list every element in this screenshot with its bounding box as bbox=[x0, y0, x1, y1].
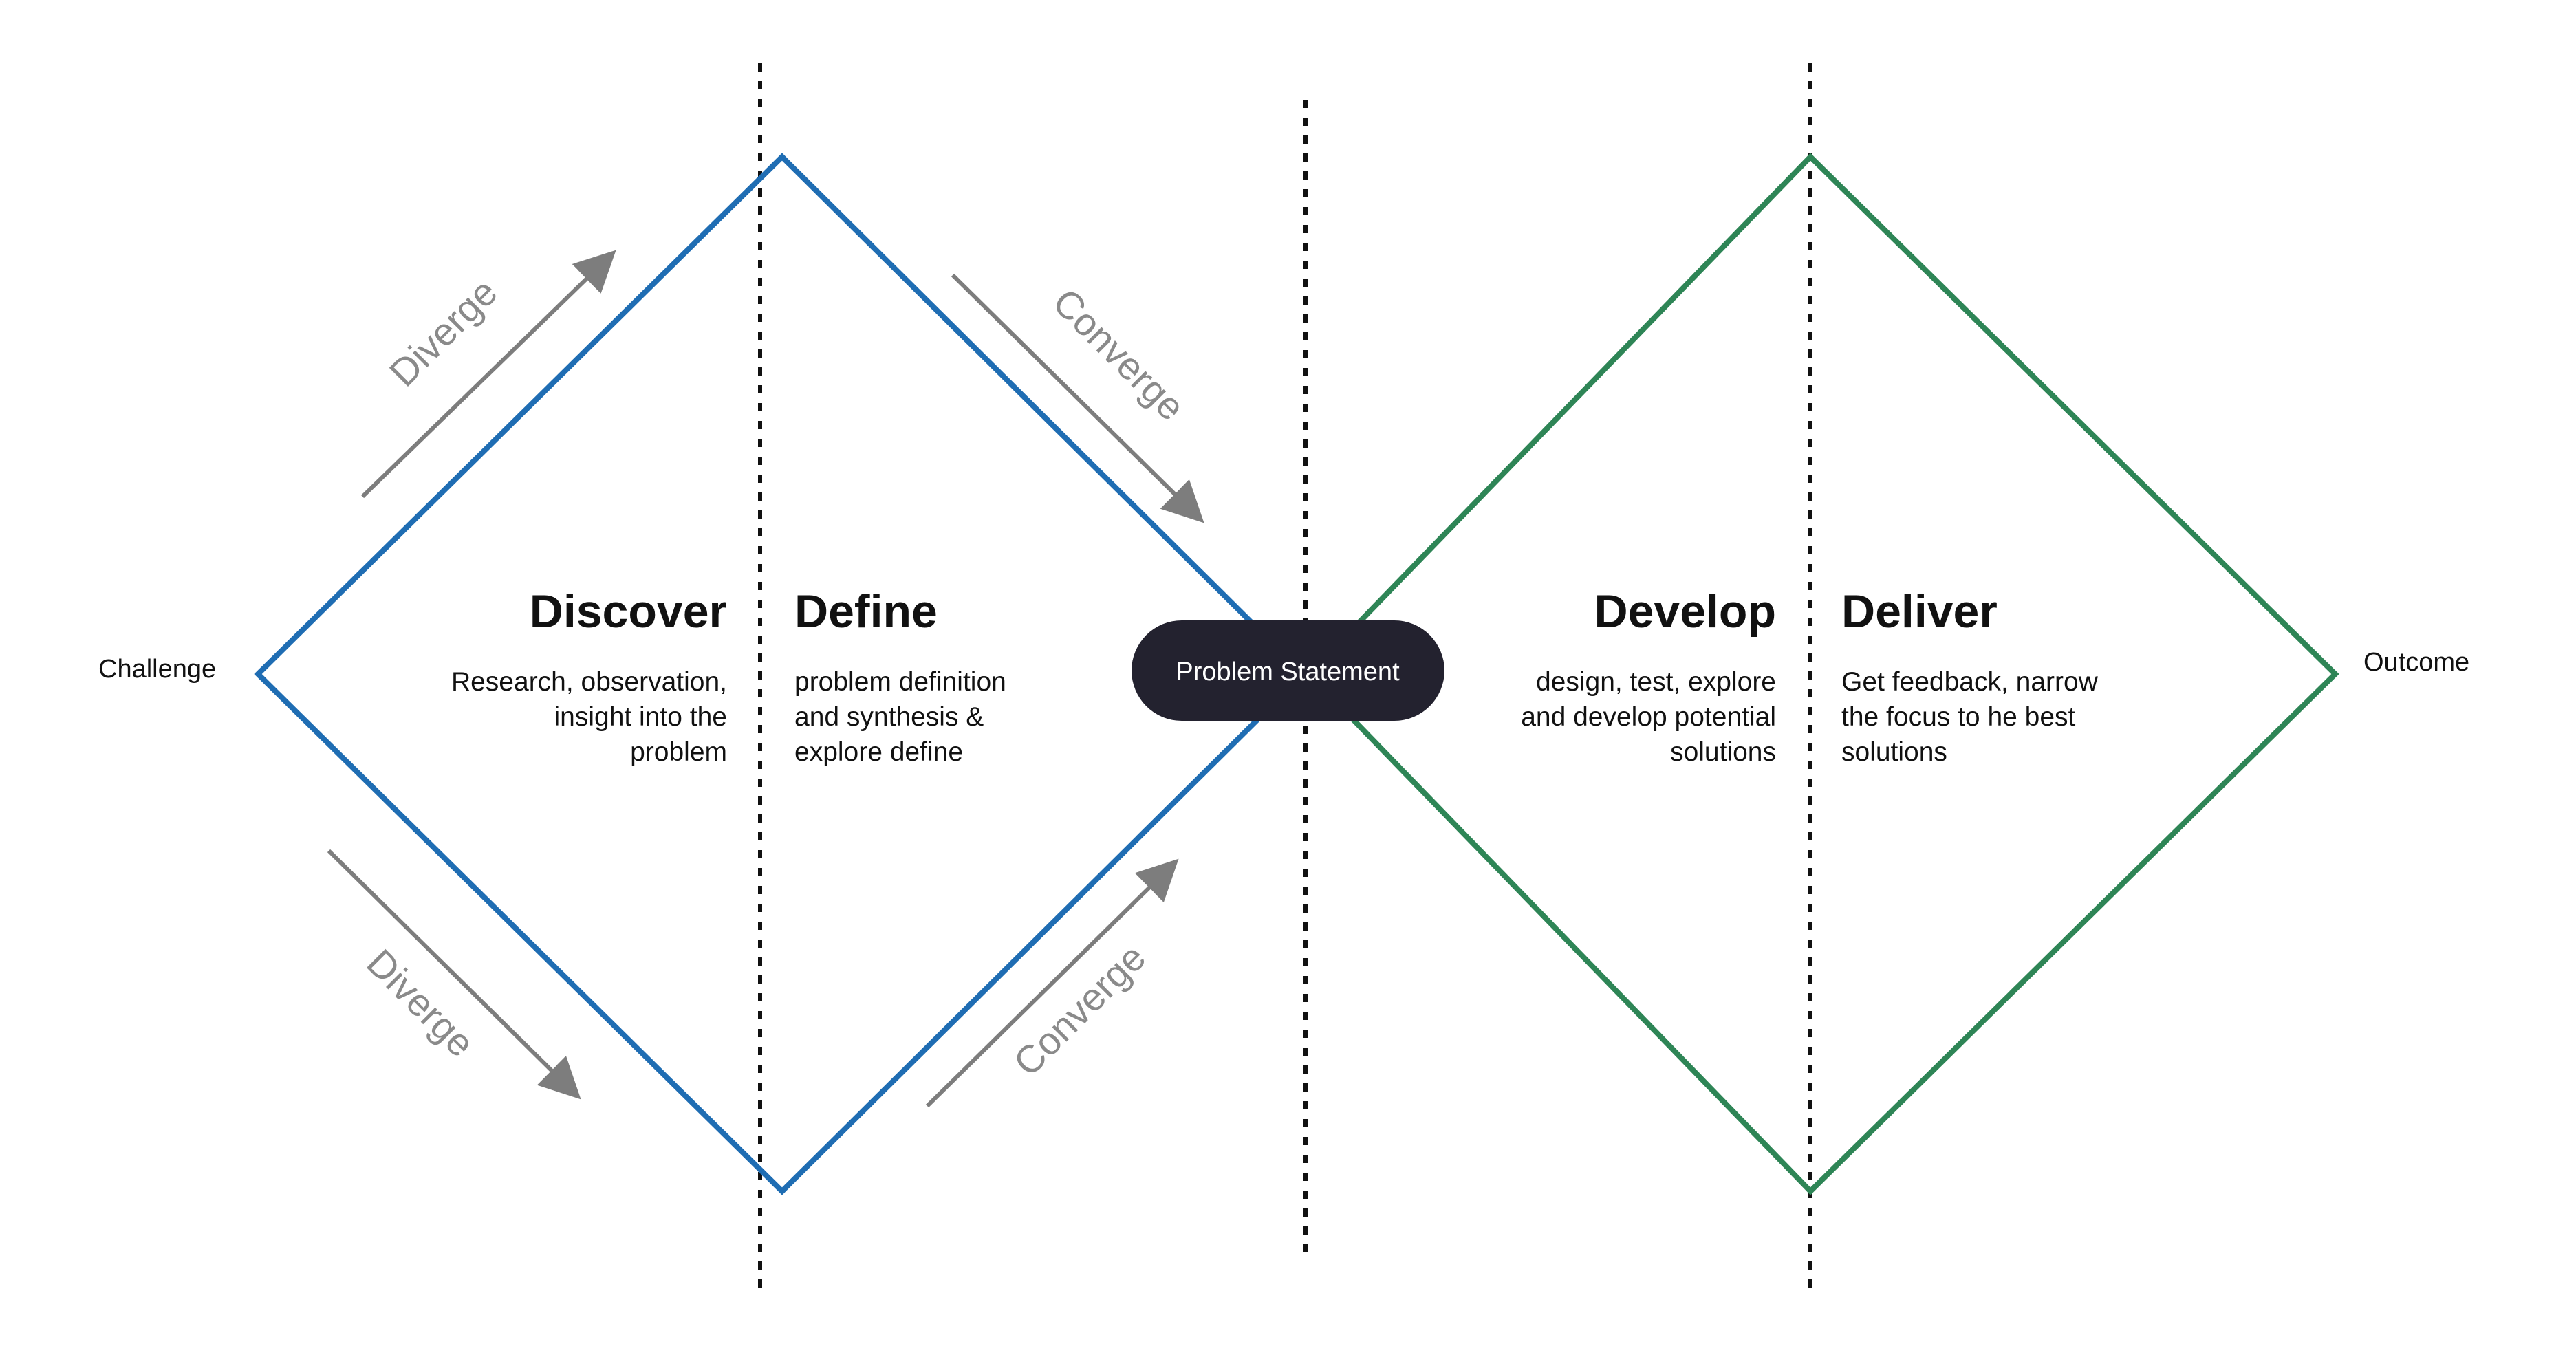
outcome-label: Outcome bbox=[2363, 648, 2469, 677]
phase-title-discover: Discover bbox=[530, 585, 727, 638]
phase-desc-define-line2: and synthesis & bbox=[794, 702, 984, 732]
phase-desc-define-line3: explore define bbox=[794, 737, 963, 767]
converge-bottom-arrow bbox=[925, 858, 1179, 1108]
problem-statement-pill: Problem Statement bbox=[1132, 620, 1444, 721]
phase-desc-deliver-line2: the focus to he best bbox=[1841, 702, 2076, 732]
diverge-top-arrow bbox=[360, 250, 616, 499]
phase-title-develop: Develop bbox=[1594, 585, 1776, 638]
phase-desc-discover-line3: problem bbox=[630, 737, 727, 767]
phase-desc-develop-line2: and develop potential bbox=[1521, 702, 1776, 732]
challenge-label: Challenge bbox=[98, 655, 216, 684]
converge-top-arrow bbox=[951, 273, 1204, 523]
converge-top-label: Converge bbox=[1045, 280, 1193, 428]
phase-title-define: Define bbox=[794, 585, 938, 638]
second-diamond bbox=[1305, 153, 2339, 1195]
phase-desc-discover-line1: Research, observation, bbox=[451, 667, 727, 697]
phase-desc-deliver-line1: Get feedback, narrow bbox=[1841, 667, 2099, 697]
phase-desc-develop-line3: solutions bbox=[1670, 737, 1776, 767]
diverge-bottom-label: Diverge bbox=[358, 941, 483, 1065]
phase-title-deliver: Deliver bbox=[1841, 585, 1998, 638]
phase-desc-deliver-line3: solutions bbox=[1841, 737, 1947, 767]
problem-statement-label: Problem Statement bbox=[1176, 658, 1400, 686]
phase-desc-define-line1: problem definition bbox=[794, 667, 1006, 697]
diverge-bottom-arrow bbox=[327, 849, 581, 1100]
phase-desc-develop-line1: design, test, explore bbox=[1536, 667, 1776, 697]
phase-desc-discover-line2: insight into the bbox=[554, 702, 727, 732]
